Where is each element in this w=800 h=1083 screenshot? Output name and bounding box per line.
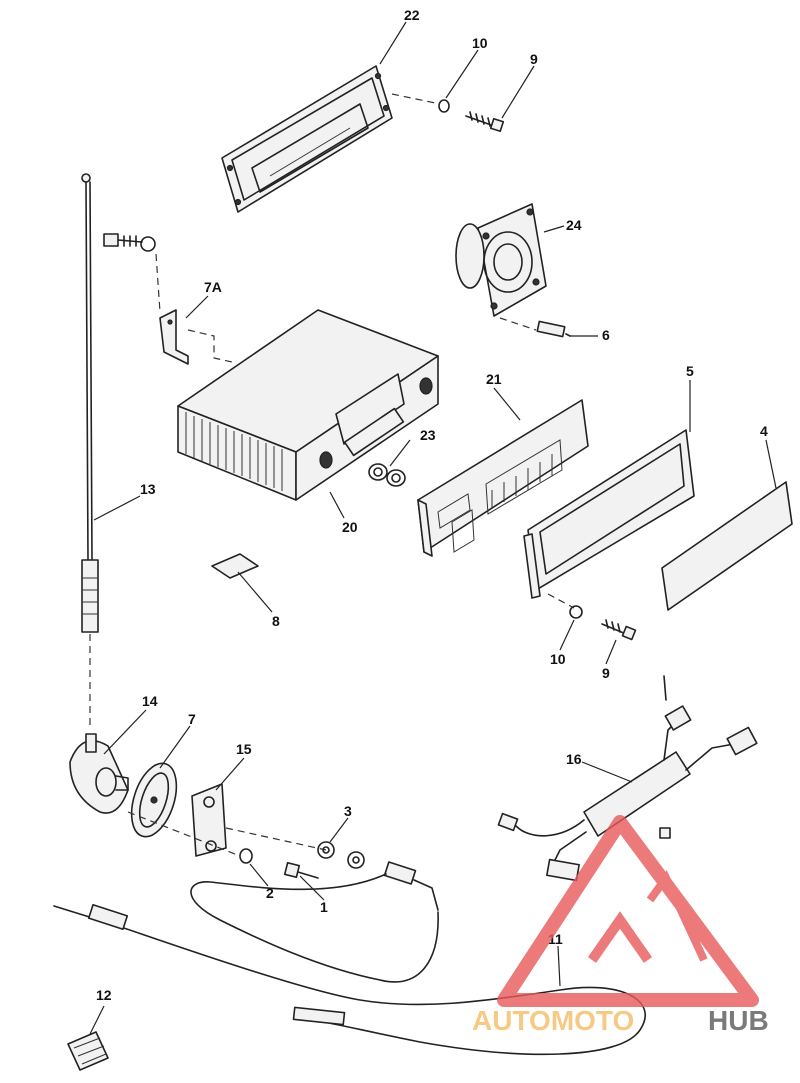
label-2: 2: [266, 885, 274, 901]
label-24: 24: [566, 217, 582, 233]
part-10-washer-lower: [569, 605, 583, 619]
label-10-top: 10: [472, 35, 488, 51]
part-9-screw-lower: [601, 619, 637, 641]
watermark-word-hub: HUB: [708, 1005, 769, 1036]
label-14: 14: [142, 693, 158, 709]
label-15: 15: [236, 741, 252, 757]
label-22: 22: [404, 7, 420, 23]
part-5-sleeve: [523, 429, 695, 599]
label-23: 23: [420, 427, 436, 443]
part-20-radio-body: [177, 309, 439, 501]
label-3: 3: [344, 803, 352, 819]
label-8: 8: [272, 613, 280, 629]
leader-lines: [89, 21, 777, 1035]
label-16: 16: [566, 751, 582, 767]
part-22-faceplate: [221, 65, 393, 213]
part-12-plug: [67, 1031, 109, 1071]
label-9-lower: 9: [602, 665, 610, 681]
label-1: 1: [320, 899, 328, 915]
label-7: 7: [188, 711, 196, 727]
part-4-trim-strip: [661, 481, 793, 611]
part-3-nut: [317, 841, 365, 869]
part-7-gasket: [130, 762, 178, 838]
part-9-screw-top: [465, 111, 505, 133]
part-13-antenna: [81, 173, 99, 633]
label-20: 20: [342, 519, 358, 535]
label-12: 12: [96, 987, 112, 1003]
label-10-lower: 10: [550, 651, 566, 667]
label-13: 13: [140, 481, 156, 497]
part-2-washer: [239, 848, 253, 864]
part-15-plate: [191, 783, 227, 857]
part-11-cable: [53, 873, 646, 1056]
part-6-pin: [536, 320, 571, 338]
label-4: 4: [760, 423, 768, 439]
part-16-harness: [497, 675, 758, 882]
label-7A: 7A: [204, 279, 222, 295]
part-23-nuts: [368, 463, 406, 487]
part-7A-bracket: [159, 309, 189, 365]
bracket-screw: [103, 233, 156, 252]
watermark-word-auto: AUTOMOTO: [472, 1005, 634, 1036]
label-21: 21: [486, 371, 502, 387]
label-9-top: 9: [530, 51, 538, 67]
label-5: 5: [686, 363, 694, 379]
watermark-triangle-icon: [497, 815, 759, 1007]
automotohub-watermark: AUTOMOTO HUB: [472, 815, 769, 1036]
part-1-screw: [283, 861, 319, 879]
cable-connector: [383, 861, 439, 911]
part-24-speaker: [455, 203, 547, 317]
part-8-pad: [211, 553, 259, 579]
part-10-washer-top: [438, 99, 450, 113]
label-6: 6: [602, 327, 610, 343]
part-14-antenna-base: [69, 733, 129, 814]
part-21-front-panel: [417, 399, 589, 557]
callout-labels: 22 10 9 24 7A 6 21 5 4 23 13 20 8 10 9 1…: [96, 7, 768, 1003]
